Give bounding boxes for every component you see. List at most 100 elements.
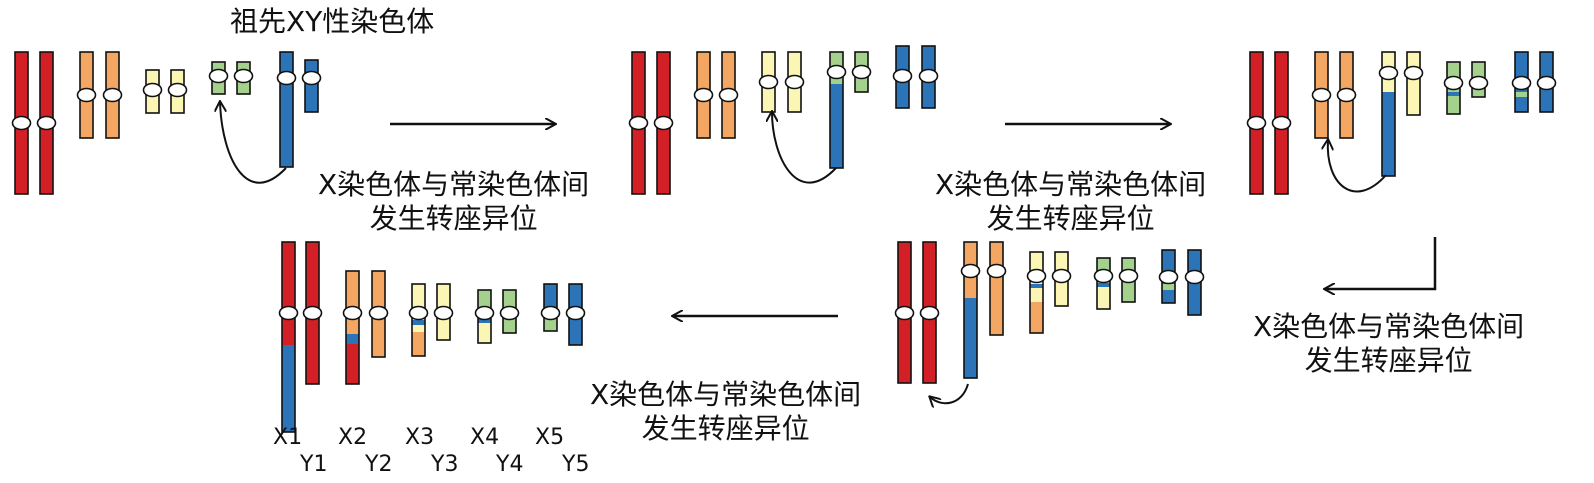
centromere (1336, 87, 1357, 103)
centromere (1311, 87, 1332, 103)
centromere (499, 305, 520, 321)
s1-orange-b (102, 51, 123, 139)
s5-y2 (368, 270, 389, 358)
label-y2: Y2 (365, 452, 393, 477)
centromere (1443, 75, 1464, 91)
s4-green-a (1093, 257, 1114, 310)
ancestral-xy-title: 祖先XY性染色体 (230, 5, 435, 38)
centromere (208, 68, 229, 84)
centromere (233, 68, 254, 84)
s2-red-b (653, 51, 674, 195)
translocation-curve-3 (1328, 140, 1387, 193)
s5-x1 (278, 241, 299, 433)
centromere (36, 115, 57, 131)
step-label-4: X染色体与常染色体间 发生转座异位 (590, 378, 861, 446)
s4-green-b (1118, 257, 1139, 303)
centromere (918, 68, 939, 84)
s5-x2 (342, 270, 363, 385)
label-y1: Y1 (300, 452, 328, 477)
s1-yellow-a (142, 69, 163, 114)
translocation-curve-2 (772, 112, 837, 184)
centromere (826, 64, 847, 80)
s4-yellow-b (1051, 251, 1072, 307)
step-label-3: X染色体与常染色体间 发生转座异位 (1253, 310, 1524, 378)
centromere (1026, 268, 1047, 284)
centromere (167, 82, 188, 98)
centromere (653, 115, 674, 131)
s4-blue-b (1184, 249, 1205, 316)
step-label-4-line1: X染色体与常染色体间 (590, 378, 862, 411)
centromere (278, 305, 299, 321)
s4-x (960, 241, 981, 379)
centromere (919, 305, 940, 321)
s2-y (851, 51, 872, 93)
centromere (960, 263, 981, 279)
centromere (758, 74, 779, 90)
centromere (784, 74, 805, 90)
s5-x3 (408, 283, 429, 357)
centromere (1246, 115, 1267, 131)
s5-y5 (565, 283, 586, 346)
s3-green-b (1468, 61, 1489, 98)
label-x1: X1 (273, 425, 303, 450)
step-label-1-line2: 发生转座异位 (369, 202, 538, 235)
centromere (433, 305, 454, 321)
centromere (142, 82, 163, 98)
s3-orange-a (1311, 51, 1332, 139)
s5-y4 (499, 289, 520, 334)
step-label-3-line1: X染色体与常染色体间 (1253, 310, 1525, 343)
s4-red-a (894, 241, 915, 384)
centromere (1051, 268, 1072, 284)
centromere (102, 87, 123, 103)
centromere (302, 305, 323, 321)
s5-y3 (433, 283, 454, 341)
centromere (1536, 75, 1557, 91)
centromere (892, 68, 913, 84)
s5-x5 (540, 283, 561, 332)
step-label-1-line1: X染色体与常染色体间 (318, 168, 590, 201)
step-label-2-line2: 发生转座异位 (986, 202, 1155, 235)
centromere (851, 64, 872, 80)
s1-green-b (233, 61, 254, 95)
label-x3: X3 (405, 425, 435, 450)
s3-y (1403, 51, 1424, 116)
centromere (1403, 65, 1424, 81)
s4-y (986, 241, 1007, 336)
centromere (1511, 75, 1532, 91)
s3-blue-a (1511, 51, 1532, 113)
centromere (718, 87, 739, 103)
centromere (276, 70, 297, 86)
s1-red-a (11, 51, 32, 195)
s2-x (826, 51, 847, 169)
s3-red-b (1271, 51, 1292, 195)
label-x2: X2 (338, 425, 368, 450)
s2-orange-a (693, 51, 714, 139)
s5-y1 (302, 241, 323, 385)
label-y4: Y4 (496, 452, 524, 477)
centromere (1378, 65, 1399, 81)
step-label-4-line2: 发生转座异位 (641, 412, 810, 445)
s1-green-a (208, 61, 229, 95)
centromere (1468, 75, 1489, 91)
centromere (408, 305, 429, 321)
label-x5: X5 (535, 425, 565, 450)
centromere (1271, 115, 1292, 131)
s3-red-a (1246, 51, 1267, 195)
s3-blue-b (1536, 51, 1557, 113)
centromere (1118, 268, 1139, 284)
label-y5: Y5 (562, 452, 590, 477)
s2-yellow-a (758, 51, 779, 113)
s2-yellow-b (784, 51, 805, 113)
centromere (894, 305, 915, 321)
s4-blue-a (1158, 249, 1179, 304)
s4-yellow-a (1026, 251, 1047, 334)
s4-red-b (919, 241, 940, 384)
translocation-curve-4 (930, 383, 969, 403)
s2-orange-b (718, 51, 739, 139)
s2-blue-a (892, 45, 913, 109)
centromere (628, 115, 649, 131)
centromere (301, 70, 322, 86)
s1-red-b (36, 51, 57, 195)
s1-yellow-b (167, 69, 188, 114)
